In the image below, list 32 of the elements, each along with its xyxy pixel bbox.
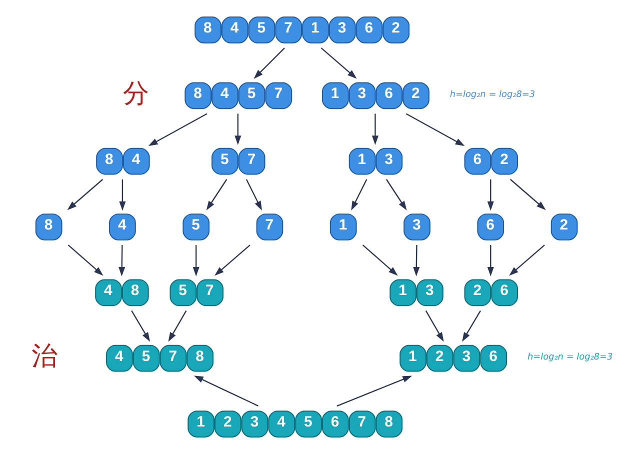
arrow [130,310,150,342]
arrow [362,244,398,276]
arrow [66,178,103,210]
arrow [253,48,284,79]
arrow [118,245,125,276]
arrow [245,179,262,210]
arrow [486,245,494,276]
label: 治 [30,342,57,372]
label: h=log₂n = log₂8=3 [526,352,612,363]
arrow [206,179,227,210]
arrow [67,244,103,276]
arrow [148,113,207,146]
arrow [336,376,412,407]
label: 分 [122,78,148,109]
arrow [462,310,481,342]
arrow [405,113,464,146]
arrow [234,114,241,146]
arrow [486,179,494,211]
arrow [320,48,356,79]
arrow [214,244,250,276]
arrow [350,179,367,210]
arrow [385,179,406,210]
arrow [118,179,126,211]
arrow [509,178,546,210]
label: h=log₂n = log₂8=3 [449,90,535,100]
arrow [168,310,186,342]
arrow [424,310,444,342]
arrow [371,114,378,146]
arrow [412,245,420,276]
arrow [192,245,199,276]
arrow [508,244,544,276]
arrow [193,376,258,406]
